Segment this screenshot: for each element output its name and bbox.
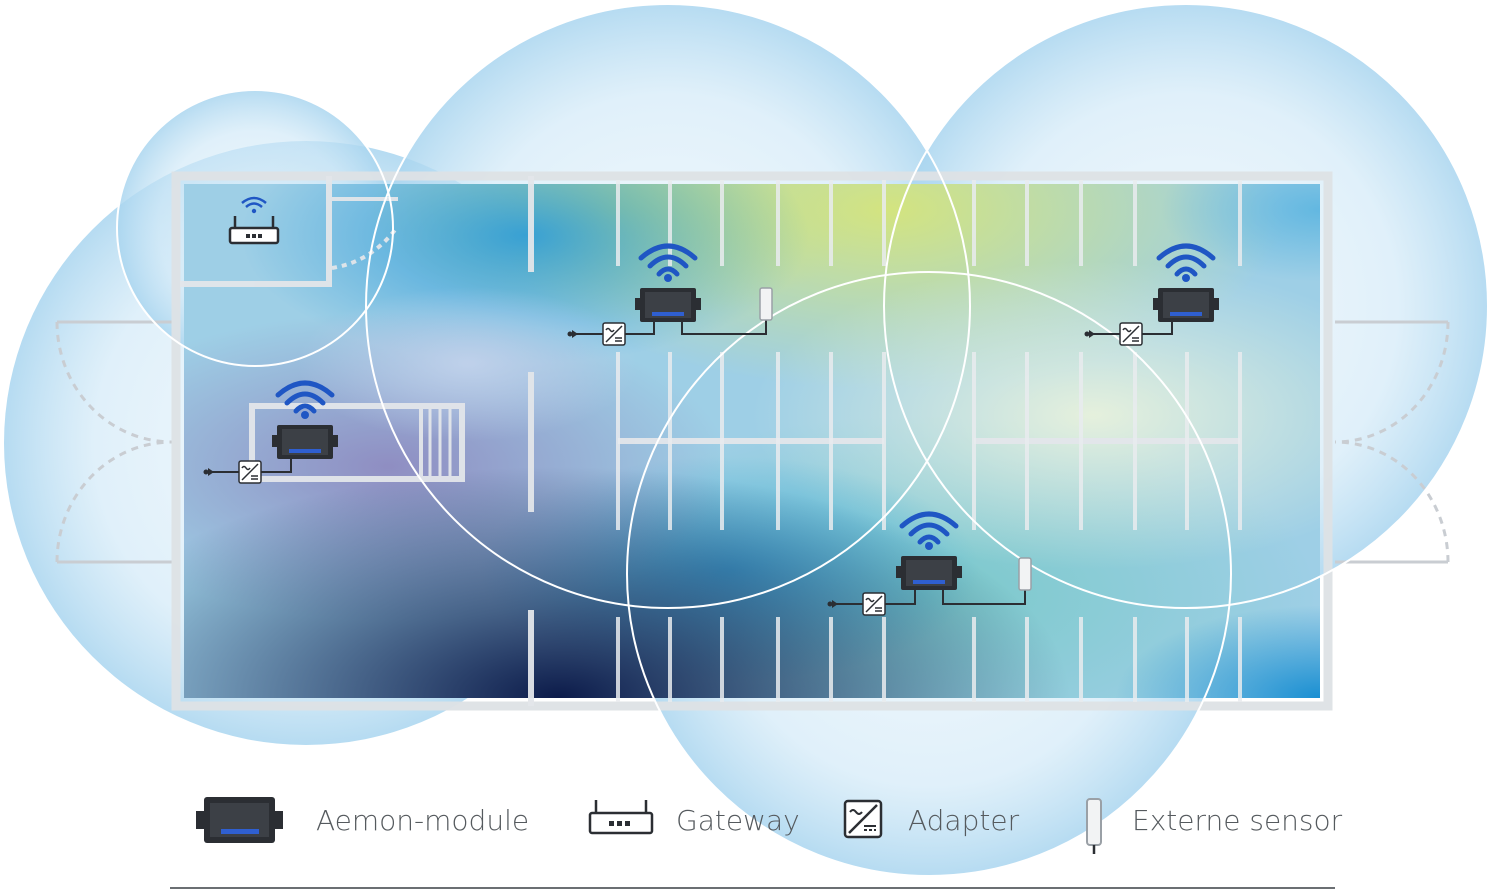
aemon-module-icon xyxy=(635,288,701,322)
wifi-signal-icon xyxy=(275,380,335,419)
aemon-module-icon xyxy=(272,425,338,459)
cable xyxy=(827,590,1026,608)
legend-module-icon xyxy=(196,797,283,843)
module-top-right xyxy=(1084,243,1219,346)
legend-adapter-label: Adapter xyxy=(908,804,1020,837)
cable xyxy=(567,320,767,338)
adapter-icon xyxy=(1119,322,1143,346)
aemon-module-icon xyxy=(1153,288,1219,322)
side-ramps xyxy=(55,320,1450,564)
legend-gateway-icon xyxy=(588,800,654,835)
adapter-icon xyxy=(862,592,886,616)
ring-top-right xyxy=(883,3,1489,609)
legend-sensor-label: Externe sensor xyxy=(1132,804,1343,837)
parking-stall-lines xyxy=(616,180,1242,702)
module-top-center xyxy=(567,243,773,346)
adapter-icon xyxy=(602,322,626,346)
coverage-rings xyxy=(116,3,1489,877)
external-sensor-icon xyxy=(1018,557,1032,591)
legend: Aemon-module Gateway Adapter Externe sen… xyxy=(196,797,1343,854)
wifi-signal-icon xyxy=(638,243,698,282)
legend-module-label: Aemon-module xyxy=(316,804,529,837)
legend-adapter-icon xyxy=(843,799,883,839)
adapter-icon xyxy=(238,460,262,484)
legend-sensor-icon xyxy=(1086,798,1102,854)
cable xyxy=(1084,322,1173,338)
external-sensor-icon xyxy=(759,287,773,321)
ring-center-top xyxy=(365,3,971,609)
module-stairwell xyxy=(203,380,338,484)
wifi-signal-icon xyxy=(899,511,959,550)
legend-gateway-label: Gateway xyxy=(676,804,800,837)
wifi-signal-icon xyxy=(1156,243,1216,282)
floor-plan xyxy=(171,171,1333,711)
outer-wall xyxy=(171,171,1333,711)
devices-layer xyxy=(203,243,1219,616)
cable xyxy=(203,459,292,476)
ring-bottom-center xyxy=(626,271,1232,877)
aemon-module-icon xyxy=(896,556,962,590)
interior-walls xyxy=(180,176,1240,706)
gateway-device xyxy=(228,196,280,245)
module-bottom-center xyxy=(827,511,1032,616)
coverage-ring-gateway xyxy=(116,89,394,367)
